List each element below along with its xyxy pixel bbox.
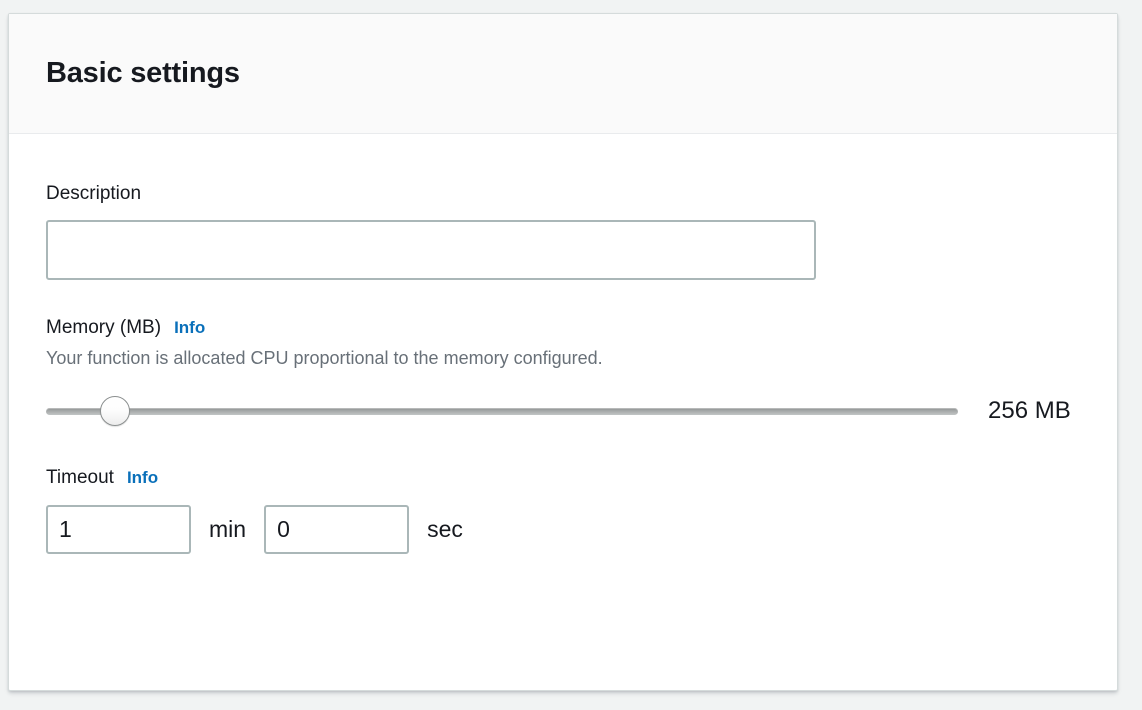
timeout-seconds-unit: sec (427, 516, 463, 542)
memory-slider-row: 256 MB (46, 396, 1080, 426)
description-input[interactable] (46, 220, 816, 280)
description-label: Description (46, 183, 142, 204)
timeout-form-field: Timeout Info min sec (46, 466, 1080, 554)
memory-slider[interactable] (46, 396, 958, 426)
description-form-field: Description (46, 182, 1080, 280)
description-label-row: Description (46, 182, 1080, 206)
slider-thumb[interactable] (100, 396, 130, 426)
memory-label: Memory (MB) (46, 317, 162, 338)
timeout-seconds-input[interactable] (264, 505, 410, 554)
timeout-minutes-input[interactable] (46, 505, 191, 554)
timeout-minutes-unit: min (209, 516, 247, 542)
timeout-label: Timeout (46, 467, 114, 488)
memory-info-link[interactable]: Info (174, 318, 206, 337)
panel-header: Basic settings (9, 14, 1117, 134)
timeout-info-link[interactable]: Info (126, 468, 159, 487)
memory-label-row: Memory (MB) Info (46, 316, 1080, 340)
timeout-inputs-row: min sec (46, 505, 1080, 554)
memory-form-field: Memory (MB) Info Your function is alloca… (46, 316, 1080, 426)
memory-value-text: 256 MB (988, 397, 1071, 424)
panel-body: Description Memory (MB) Info Your functi… (9, 134, 1117, 554)
timeout-label-row: Timeout Info (46, 466, 1080, 490)
page-title: Basic settings (46, 57, 240, 89)
slider-track (46, 408, 958, 415)
basic-settings-panel: Basic settings Description Memory (MB) I… (8, 13, 1118, 691)
memory-hint: Your function is allocated CPU proportio… (46, 348, 603, 368)
